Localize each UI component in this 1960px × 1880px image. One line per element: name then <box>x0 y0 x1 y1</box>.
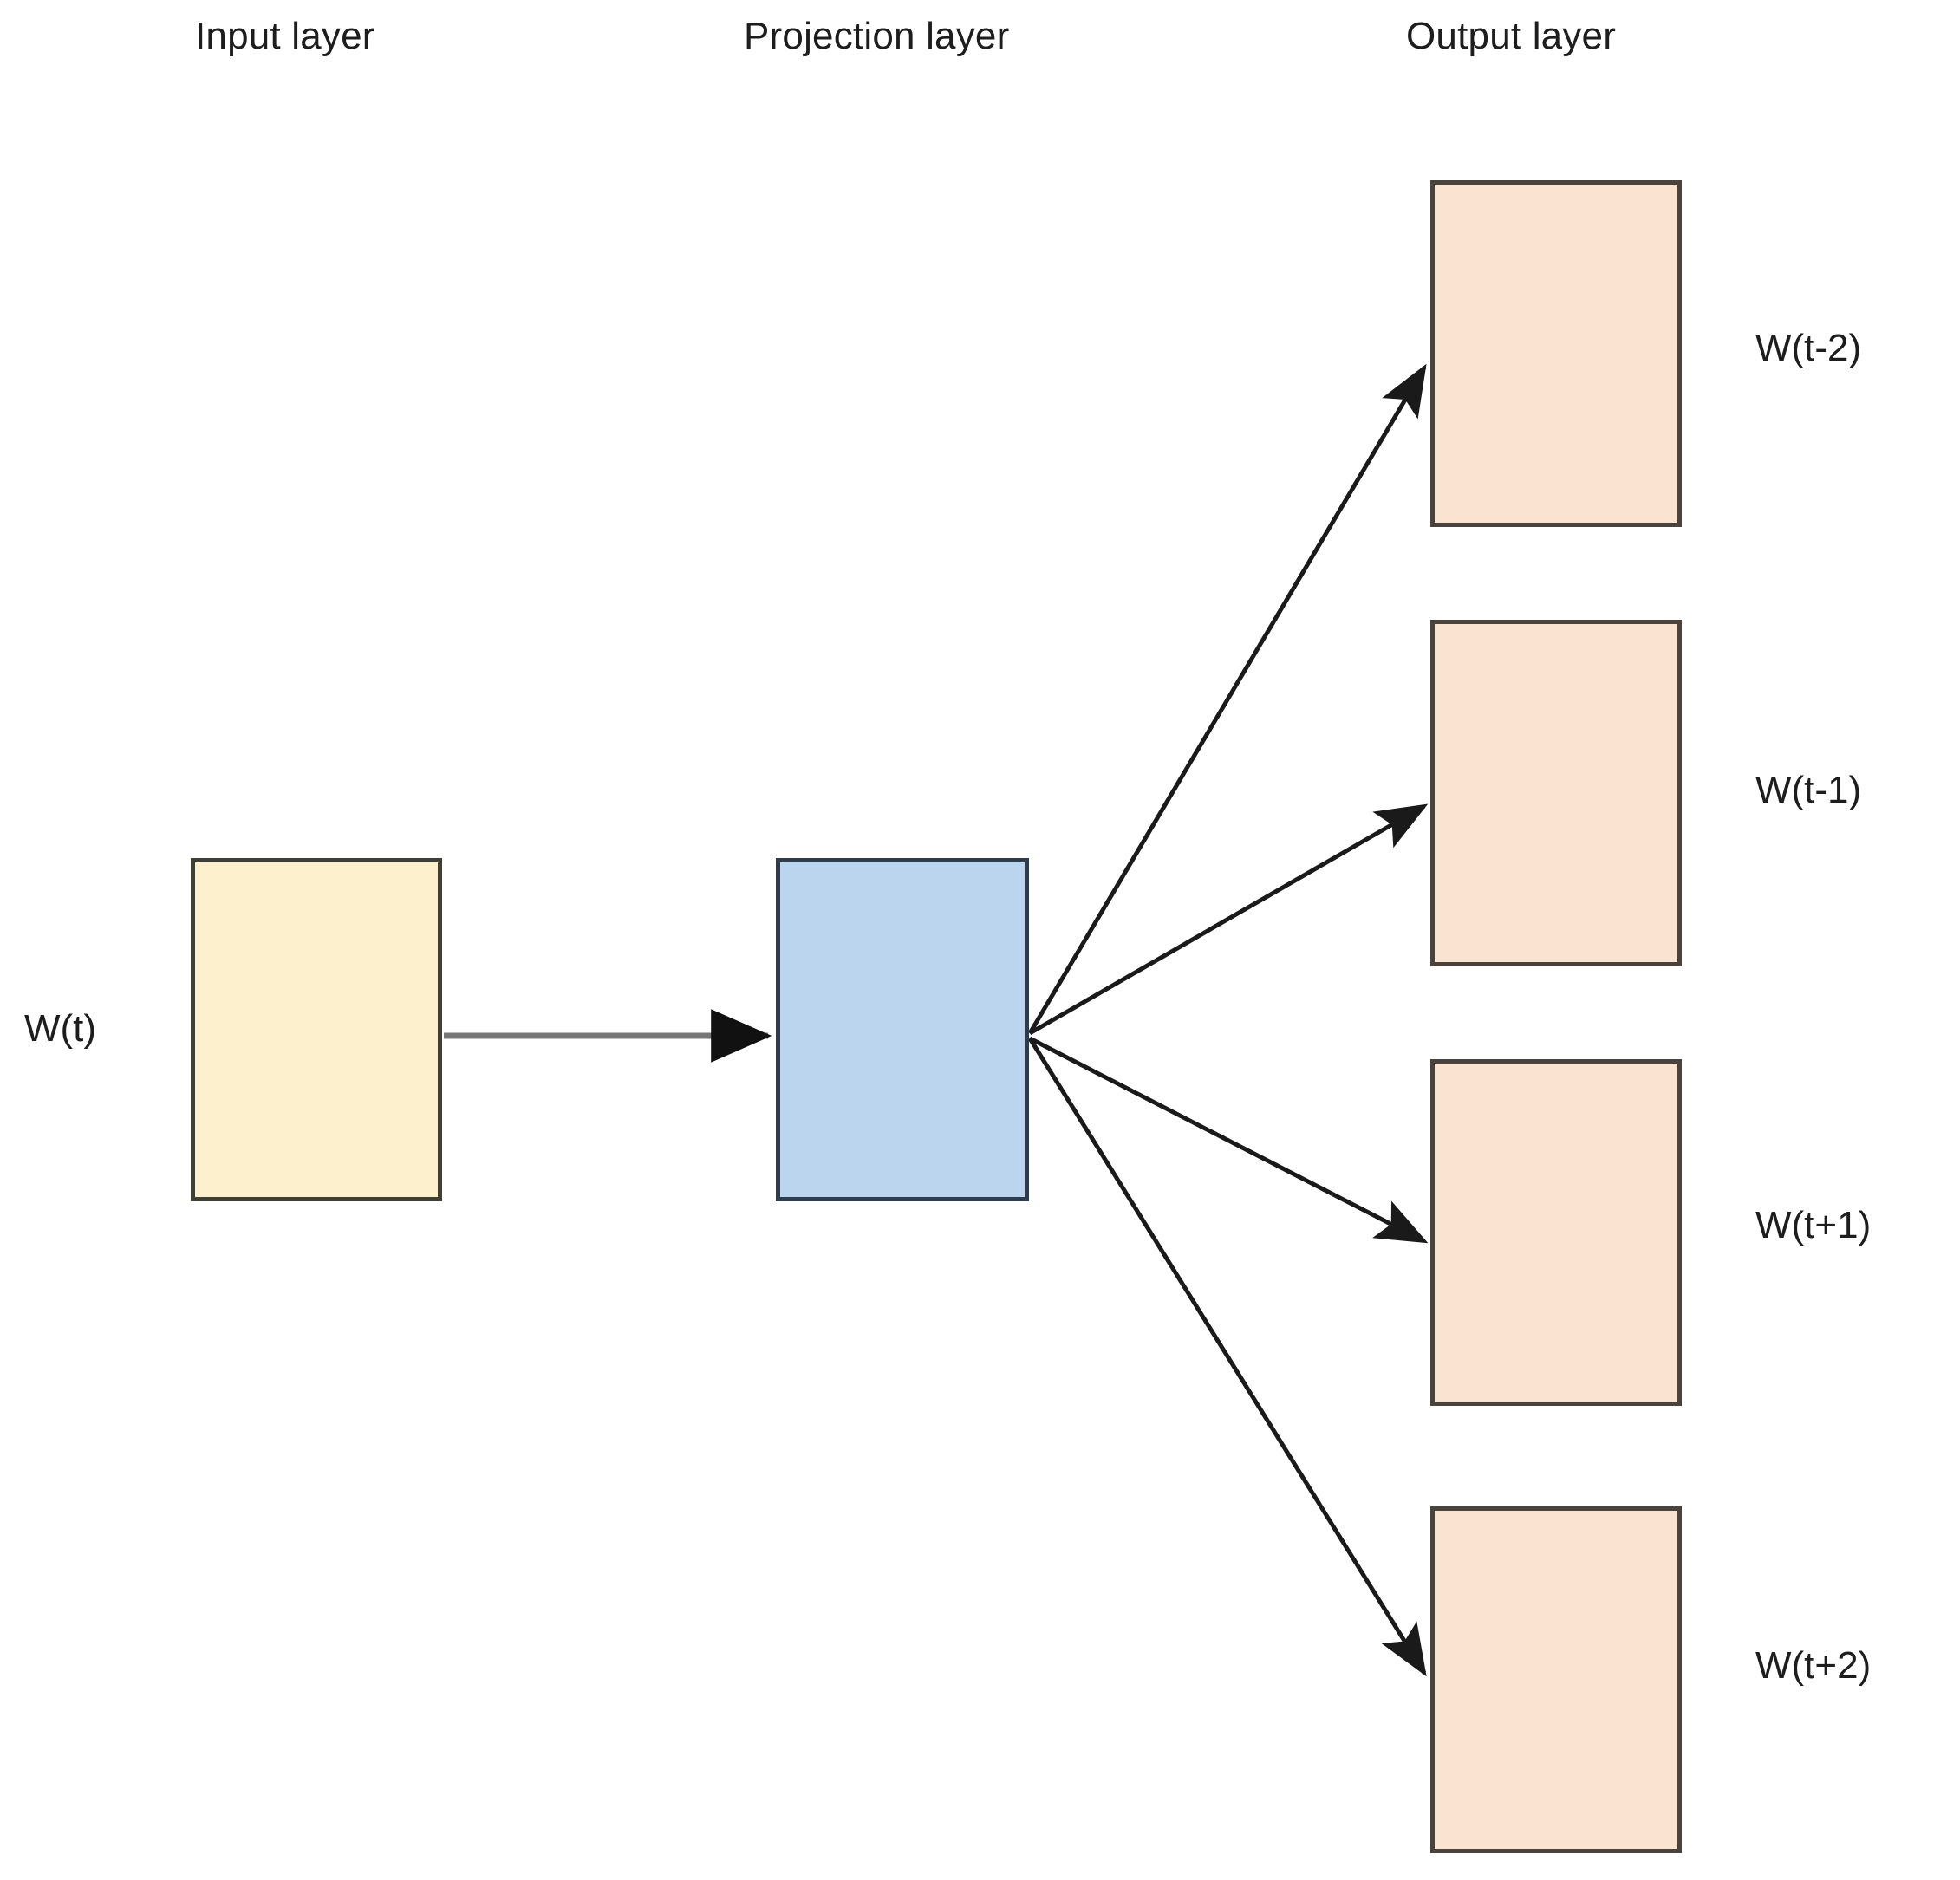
node-output-w-t-plus-1[interactable] <box>1430 1059 1682 1406</box>
edge-projection-output-3 <box>1027 1037 1427 1677</box>
node-projection-layer[interactable] <box>776 858 1029 1201</box>
node-label-output-w-t-minus-2: W(t-2) <box>1755 327 1862 369</box>
node-label-input: W(t) <box>24 1007 97 1050</box>
edge-projection-output-0 <box>1027 363 1427 1035</box>
node-label-output-w-t-minus-1: W(t-1) <box>1755 769 1862 811</box>
node-output-w-t-minus-1[interactable] <box>1430 620 1682 966</box>
node-input-layer[interactable] <box>191 858 442 1201</box>
node-output-w-t-minus-2[interactable] <box>1430 180 1682 527</box>
node-label-output-w-t-plus-2: W(t+2) <box>1755 1644 1872 1687</box>
node-label-output-w-t-plus-1: W(t+1) <box>1755 1204 1872 1246</box>
column-title-input-layer: Input layer <box>195 15 375 57</box>
column-title-output-layer: Output layer <box>1406 15 1617 57</box>
edge-projection-output-1 <box>1028 803 1429 1036</box>
node-output-w-t-plus-2[interactable] <box>1430 1506 1682 1853</box>
column-title-projection-layer: Projection layer <box>744 15 1010 57</box>
edge-projection-output-2 <box>1028 1036 1429 1244</box>
